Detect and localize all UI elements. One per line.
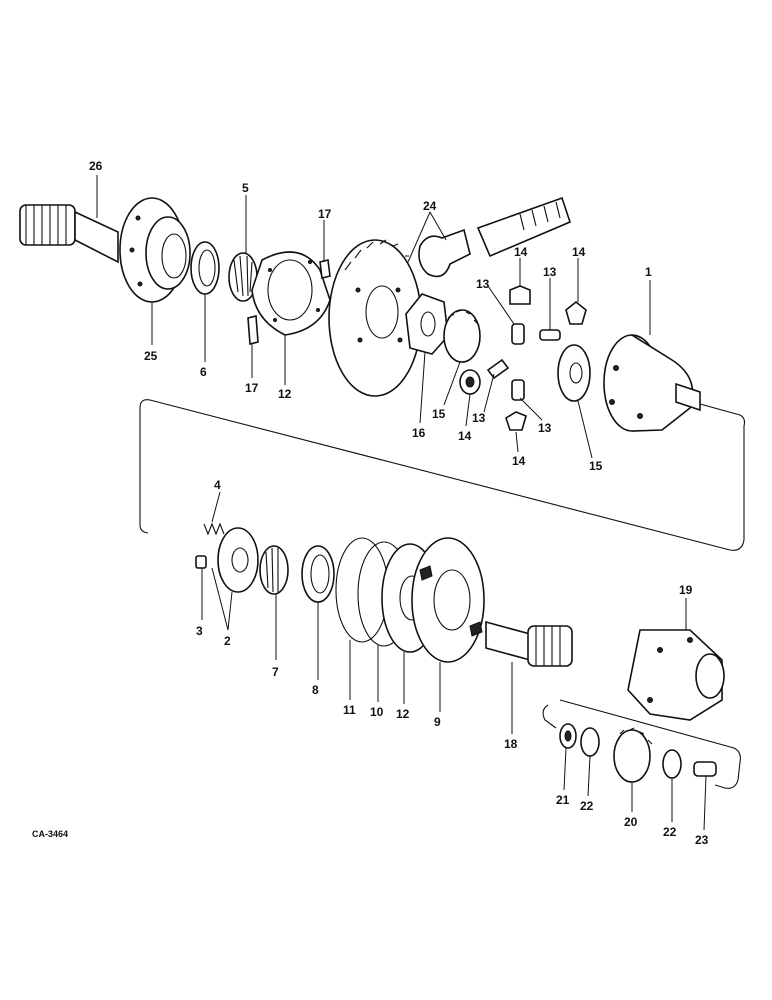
callout-15-left: 15	[432, 407, 446, 421]
part-20-gear	[613, 727, 653, 783]
callout-16: 16	[412, 426, 426, 440]
callout-5: 5	[242, 181, 249, 195]
part-26-splined-shaft	[19, 204, 119, 264]
callout-7: 7	[272, 665, 279, 679]
part-12-shim-plate-upper	[251, 251, 331, 336]
part-8-bearing-cup	[301, 545, 335, 603]
part-13-pin-2	[539, 329, 561, 341]
part-11-seal-ring	[335, 537, 389, 643]
callout-22-right: 22	[663, 825, 677, 839]
callout-2: 2	[224, 634, 231, 648]
part-13-pin-3	[486, 358, 510, 380]
part-2-plate	[217, 527, 259, 593]
callout-14-a: 14	[514, 245, 528, 259]
callout-12-upper: 12	[278, 387, 292, 401]
callout-15-right: 15	[589, 459, 603, 473]
callout-25: 25	[144, 349, 158, 363]
part-16-thrust-plate	[405, 293, 449, 355]
callout-11: 11	[343, 703, 356, 717]
part-17-lock-tab-lower	[247, 314, 259, 346]
part-22-bearing-2	[662, 749, 682, 779]
part-21-washer	[559, 723, 577, 749]
part-1-differential-case	[603, 334, 701, 432]
callout-13-d: 13	[538, 421, 552, 435]
part-14-pinion-gear-2	[509, 285, 531, 305]
callout-19: 19	[679, 583, 693, 597]
part-7-roller-bearing	[259, 545, 289, 595]
callout-4: 4	[214, 478, 221, 492]
callout-24: 24	[423, 199, 437, 213]
part-9-cover	[411, 537, 485, 663]
callout-8: 8	[312, 683, 319, 697]
upper-group-outline	[139, 399, 746, 551]
callout-10: 10	[370, 705, 384, 719]
callout-12-lower: 12	[396, 707, 410, 721]
callout-13-c: 13	[472, 411, 486, 425]
callout-17-lower: 17	[245, 381, 259, 395]
part-19-yoke-housing	[627, 629, 725, 721]
part-15-thrust-washer	[557, 344, 591, 402]
part-25-flange-housing	[119, 197, 191, 303]
part-14-pinion-gear-1	[459, 369, 481, 395]
callout-9: 9	[434, 715, 441, 729]
part-4-spring	[203, 522, 225, 536]
callout-14-c: 14	[458, 429, 472, 443]
callout-14-b: 14	[572, 245, 586, 259]
leader-lines	[96, 175, 707, 831]
part-3-pin	[195, 555, 207, 569]
callout-17-upper: 17	[318, 207, 332, 221]
part-6-bearing-cup	[190, 241, 220, 295]
part-14-pinion-gear-3	[565, 300, 587, 325]
callout-20: 20	[624, 815, 638, 829]
callout-3: 3	[196, 624, 203, 638]
part-13-pin-1	[511, 323, 525, 345]
callout-6: 6	[200, 365, 207, 379]
part-23-pin	[693, 761, 717, 777]
callout-26: 26	[89, 159, 103, 173]
callout-13-a: 13	[476, 277, 490, 291]
part-13-pin-4	[511, 379, 525, 401]
callout-14-d: 14	[512, 454, 526, 468]
part-24-ring-gear-and-pinion	[328, 196, 571, 397]
callout-13-b: 13	[543, 265, 557, 279]
part-15-side-gear	[443, 309, 481, 363]
callout-23: 23	[695, 833, 709, 847]
drawing-code: CA-3464	[32, 829, 68, 839]
part-14-pinion-gear-4	[505, 411, 527, 431]
callout-21: 21	[556, 793, 570, 807]
callout-18: 18	[504, 737, 518, 751]
part-18-splined-shaft	[485, 620, 573, 667]
callout-labels: 26 25 5 6 17 17 12 24 16 15 15 14 14 14 …	[89, 159, 709, 847]
part-17-lock-tab-upper	[319, 259, 331, 279]
lower-group-outline	[542, 699, 741, 789]
callout-1: 1	[645, 265, 652, 279]
callout-22-left: 22	[580, 799, 594, 813]
part-22-bearing-1	[580, 727, 600, 757]
